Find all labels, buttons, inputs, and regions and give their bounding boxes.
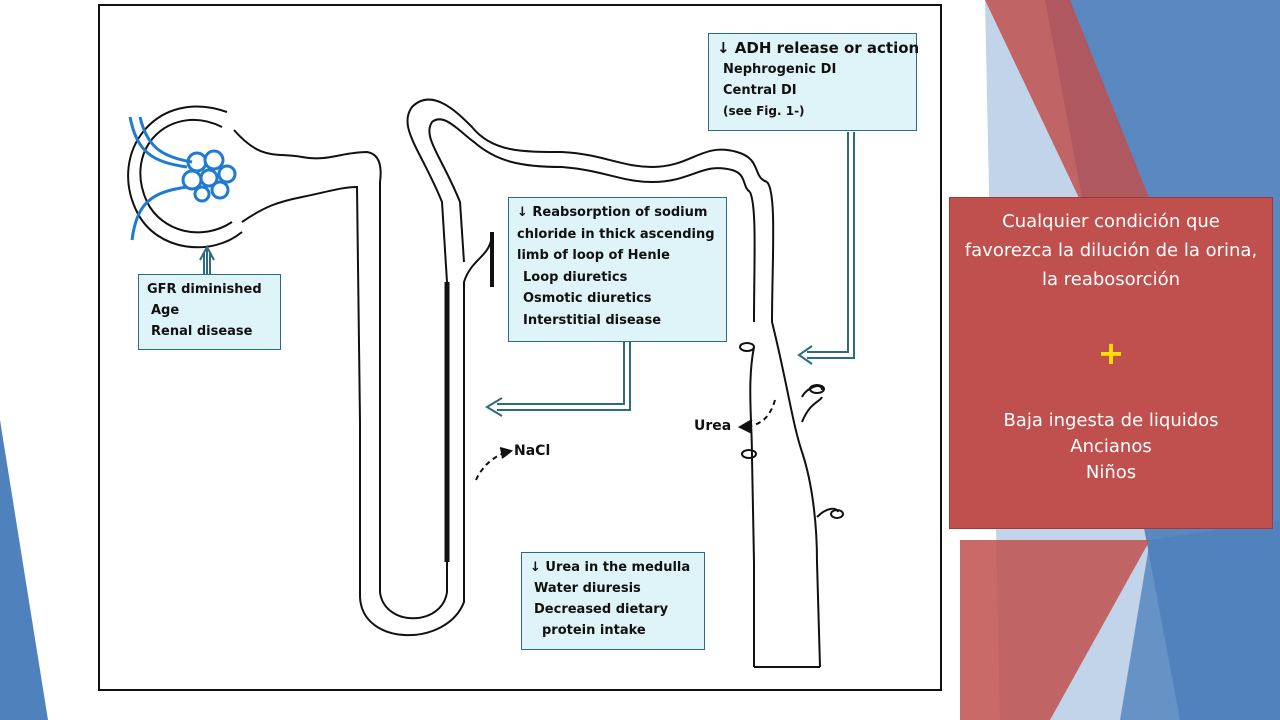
reabsorption-line-2: chloride in thick ascending (517, 226, 715, 242)
bowman-capsule (127, 105, 243, 249)
reabsorption-callout: ↓ Reabsorption of sodium chloride in thi… (508, 197, 727, 342)
reabsorption-line-1: ↓ Reabsorption of sodium (517, 205, 708, 220)
reabsorption-line-3: limb of loop of Henle (517, 248, 670, 263)
urea-line-1: ↓ Urea in the medulla (530, 560, 691, 575)
collecting-duct (739, 321, 844, 668)
arrow-gfr (199, 244, 215, 274)
right-red-shape-bottom (960, 540, 1150, 720)
urea-callout: ↓ Urea in the medulla Water diuresis Dec… (521, 552, 705, 650)
plus-sign: + (1097, 334, 1125, 372)
nacl-diffusion-arrow (475, 447, 514, 481)
right-blue-shape-bottom (1120, 520, 1280, 720)
afferent-arteriole (128, 116, 193, 241)
reabsorption-line-6: Interstitial disease (523, 312, 662, 328)
urea-label: Urea (694, 418, 732, 434)
arrow-reabsorption (485, 340, 631, 417)
adh-line-2: Nephrogenic DI (723, 62, 837, 77)
nephron-diagram: ↓ ADH release or action Nephrogenic DI C… (98, 4, 942, 691)
right-red-shape-top (985, 0, 1150, 200)
side-text-panel: Cualquier condición que favorezca la dil… (949, 197, 1273, 529)
side-panel-item: Ancianos (1070, 436, 1152, 457)
reabsorption-line-4: Loop diuretics (523, 269, 628, 285)
loop-of-henle (359, 231, 494, 637)
adh-line-1: ↓ ADH release or action (717, 39, 920, 57)
nacl-label: NaCl (514, 443, 551, 459)
gfr-line-2: Age (151, 303, 180, 318)
side-panel-intro: Cualquier condición que favorezca la dil… (964, 211, 1258, 290)
side-panel-item: Baja ingesta de liquidos (1003, 410, 1219, 431)
urea-line-3: Decreased dietary (534, 602, 669, 617)
left-blue-triangle (0, 420, 48, 720)
side-panel-item: Niños (1085, 462, 1137, 483)
proximal-tubule (233, 129, 382, 423)
gfr-callout: GFR diminished Age Renal disease (138, 274, 281, 350)
adh-line-4: (see Fig. 1-) (723, 104, 805, 118)
distal-tubule (406, 98, 775, 323)
arrow-adh (797, 132, 855, 365)
adh-line-3: Central DI (723, 83, 797, 98)
glomerulus (181, 149, 237, 203)
side-panel-list: Baja ingesta de liquidos Ancianos Niños (950, 408, 1272, 486)
adh-callout: ↓ ADH release or action Nephrogenic DI C… (708, 33, 920, 131)
urea-line-4: protein intake (542, 623, 646, 638)
nephron-drawing (127, 98, 855, 668)
urea-diffusion-arrow (737, 399, 776, 434)
gfr-line-1: GFR diminished (147, 282, 262, 297)
gfr-line-3: Renal disease (151, 324, 253, 339)
reabsorption-line-5: Osmotic diuretics (523, 291, 652, 306)
urea-line-2: Water diuresis (534, 581, 641, 596)
